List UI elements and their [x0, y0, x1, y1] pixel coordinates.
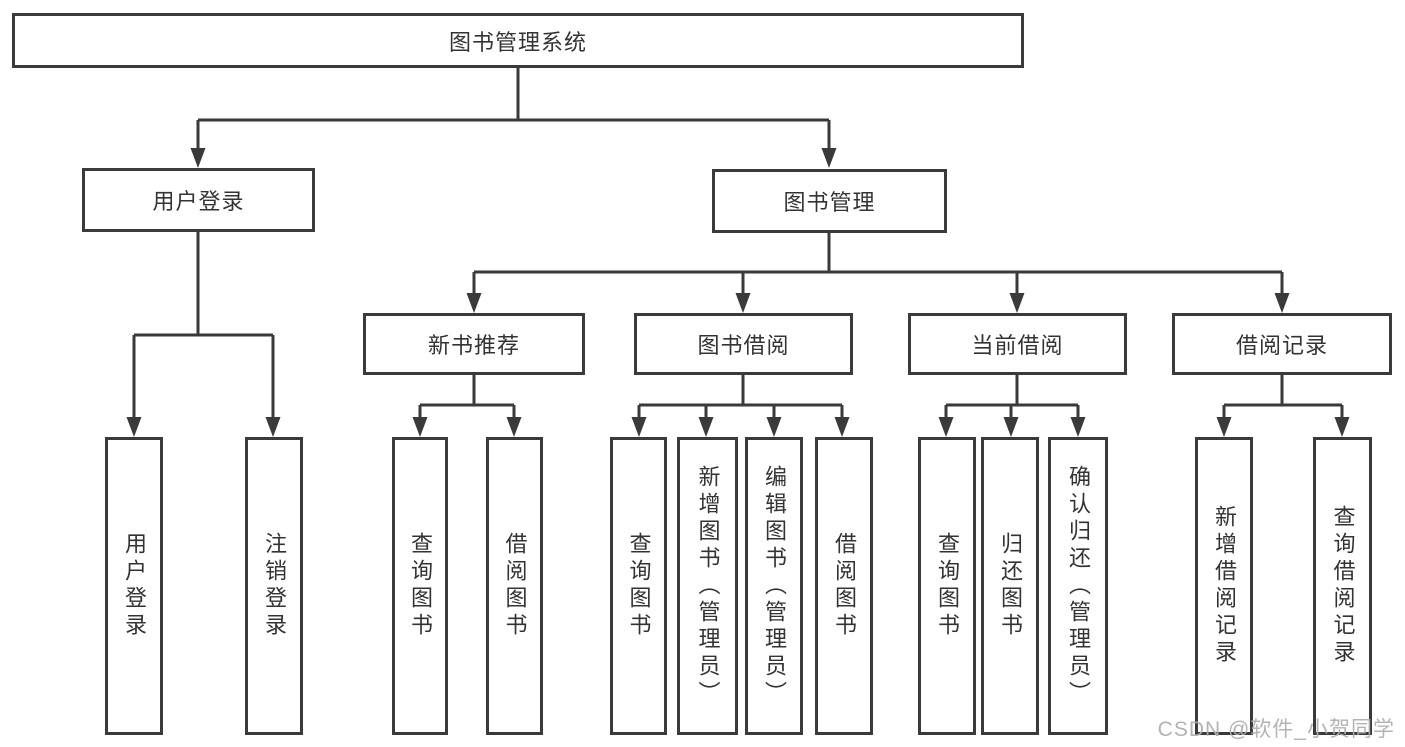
node-borrow-records: 借阅记录 — [1172, 313, 1392, 375]
node-user-login-label: 用户登录 — [152, 189, 245, 214]
leaf-add-book-admin: 新增图书（管理员） — [677, 437, 738, 735]
leaf-query-book-borrowing: 查询图书 — [610, 437, 667, 735]
node-root-label: 图书管理系统 — [448, 29, 587, 55]
arrow-down-icon — [1274, 293, 1290, 313]
node-book-management: 图书管理 — [712, 169, 947, 233]
leaf-add-borrow-record: 新增借阅记录 — [1195, 437, 1253, 735]
leaf-query-book-current: 查询图书 — [918, 437, 976, 735]
arrow-down-icon — [735, 293, 751, 313]
arrow-down-icon — [1216, 417, 1232, 437]
node-new-book-recommend-label: 新书推荐 — [427, 333, 520, 358]
node-root: 图书管理系统 — [12, 13, 1024, 68]
edge-root-to-level2 — [196, 68, 831, 150]
node-book-borrowing: 图书借阅 — [634, 313, 853, 375]
leaf-add-borrow-record-label: 新增借阅记录 — [1212, 505, 1237, 667]
arrow-down-icon — [766, 417, 782, 437]
node-book-management-label: 图书管理 — [783, 190, 876, 215]
arrow-down-icon — [412, 417, 428, 437]
arrow-down-icon — [190, 148, 206, 168]
leaf-query-book-current-label: 查询图书 — [935, 532, 960, 640]
arrow-down-icon — [1003, 417, 1019, 437]
node-current-borrowing: 当前借阅 — [908, 313, 1127, 375]
leaf-logout: 注销登录 — [245, 437, 303, 735]
node-borrow-records-label: 借阅记录 — [1235, 333, 1328, 358]
leaf-add-book-admin-label: 新增图书（管理员） — [695, 464, 721, 708]
node-current-borrowing-label: 当前借阅 — [971, 333, 1064, 358]
leaf-return-book: 归还图书 — [981, 437, 1039, 735]
edge-borrowrecord-to-leaves — [1222, 375, 1344, 419]
edge-currentborrow-to-leaves — [944, 375, 1080, 419]
leaf-borrow-book-recommend-label: 借阅图书 — [502, 532, 528, 640]
arrow-down-icon — [1009, 293, 1025, 313]
arrow-down-icon — [938, 417, 954, 437]
arrow-down-icon — [631, 417, 647, 437]
arrow-down-icon — [821, 148, 837, 168]
leaf-query-book-borrowing-label: 查询图书 — [626, 532, 652, 640]
node-new-book-recommend: 新书推荐 — [363, 313, 585, 375]
arrow-down-icon — [698, 417, 714, 437]
leaf-query-book-recommend: 查询图书 — [392, 437, 448, 735]
leaf-borrow-book-borrowing-label: 借阅图书 — [832, 532, 857, 640]
arrow-down-icon — [834, 417, 850, 437]
leaf-user-login: 用户登录 — [105, 437, 163, 735]
leaf-query-book-recommend-label: 查询图书 — [408, 532, 433, 640]
arrow-down-icon — [265, 417, 281, 437]
arrow-down-icon — [126, 417, 142, 437]
leaf-query-borrow-record-label: 查询借阅记录 — [1330, 505, 1356, 667]
edge-newbookrec-to-leaves — [418, 375, 516, 419]
arrow-down-icon — [466, 293, 482, 313]
arrow-down-icon — [506, 417, 522, 437]
leaf-edit-book-admin-label: 编辑图书（管理员） — [762, 464, 787, 708]
leaf-edit-book-admin: 编辑图书（管理员） — [745, 437, 803, 735]
leaf-query-borrow-record: 查询借阅记录 — [1313, 437, 1372, 735]
arrow-down-icon — [1334, 417, 1350, 437]
arrow-down-icon — [1070, 417, 1086, 437]
arrowhead-icons — [126, 148, 1350, 437]
edge-userlogin-to-leaves — [132, 232, 275, 419]
leaf-return-book-label: 归还图书 — [998, 532, 1023, 640]
node-user-login: 用户登录 — [82, 168, 315, 232]
leaf-confirm-return-admin-label: 确认归还（管理员） — [1066, 464, 1091, 708]
edge-bookmgmt-to-level3 — [472, 233, 1284, 295]
leaf-borrow-book-recommend: 借阅图书 — [486, 437, 543, 735]
leaf-user-login-label: 用户登录 — [122, 532, 147, 640]
leaf-logout-label: 注销登录 — [262, 532, 287, 640]
leaf-confirm-return-admin: 确认归还（管理员） — [1048, 437, 1108, 735]
edge-bookborrow-to-leaves — [637, 375, 844, 419]
node-book-borrowing-label: 图书借阅 — [697, 333, 790, 358]
leaf-borrow-book-borrowing: 借阅图书 — [815, 437, 873, 735]
watermark: CSDN @软件_小贺同学 — [1157, 718, 1395, 741]
